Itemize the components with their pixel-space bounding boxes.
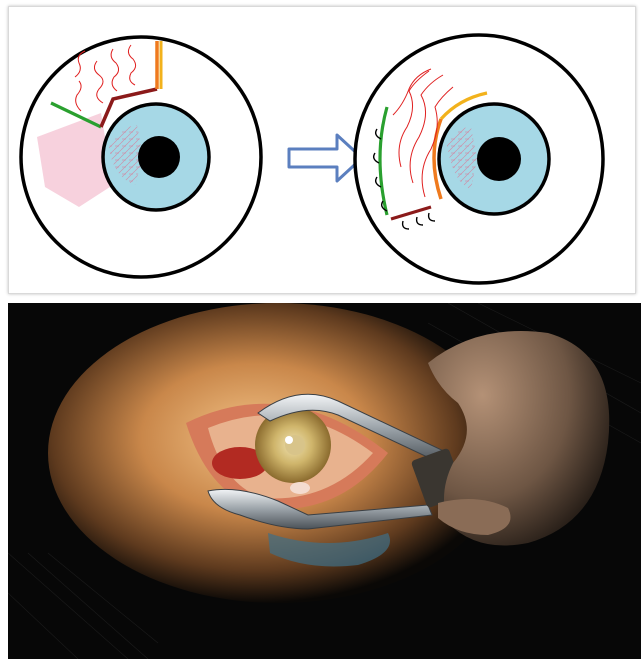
graft-tissue [290, 482, 310, 494]
eye-before [21, 37, 261, 277]
surgery-photo [8, 303, 641, 659]
arrow-right-icon [289, 135, 362, 181]
surgery-photo-illustration [8, 303, 641, 659]
diagram-panel [8, 6, 636, 294]
pupil [138, 136, 180, 178]
pupil [477, 137, 521, 181]
eye-after [355, 35, 603, 283]
diagram-canvas [9, 7, 635, 293]
light-reflex [285, 436, 293, 444]
